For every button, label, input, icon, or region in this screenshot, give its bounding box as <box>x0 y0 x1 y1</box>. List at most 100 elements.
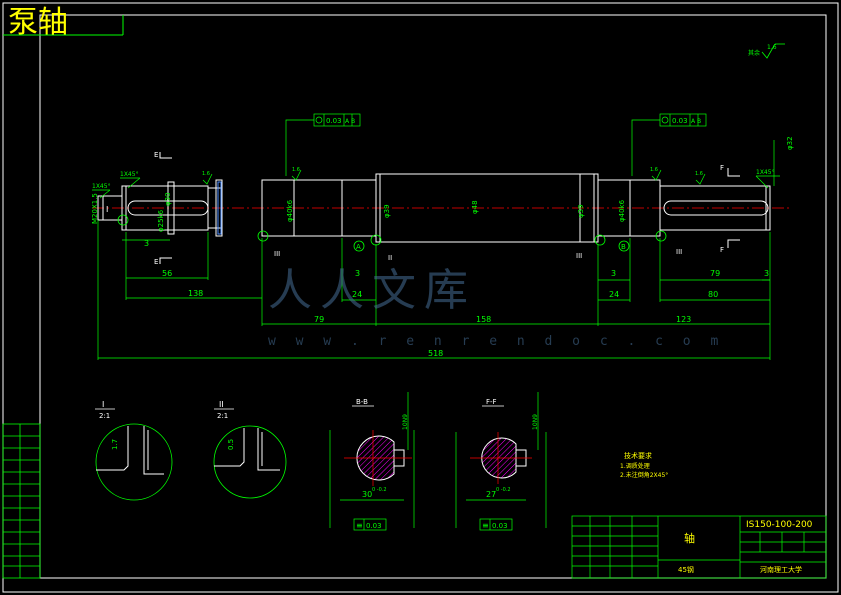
chamfer-left2: 1X45° <box>120 171 139 178</box>
svg-text:1.6: 1.6 <box>695 171 703 177</box>
detail-ii-dim: 0.5 <box>227 439 235 450</box>
detail-i-scale: 2:1 <box>99 412 110 420</box>
section-e-bottom: E <box>154 258 158 266</box>
section-ff-width: 10N9 <box>532 414 539 430</box>
title-block-drawing-number: IS150-100-200 <box>746 520 813 530</box>
title-block-part-name: 轴 <box>684 531 695 545</box>
section-ff-sym-tol: 0.03 <box>492 522 508 530</box>
section-bb-sym-tol: 0.03 <box>366 522 382 530</box>
section-bb-depth: 30 <box>362 490 372 499</box>
runout-right-value: 0.03 <box>672 117 688 125</box>
runout-left-datum: A B <box>345 118 355 125</box>
section-f-bottom: F <box>720 246 724 254</box>
roughness-marks <box>202 169 706 185</box>
global-roughness-symbol <box>761 43 785 59</box>
detail-ii-profile <box>214 428 280 471</box>
dim-phi40-left: φ40k6 <box>286 199 294 222</box>
svg-text:1.6: 1.6 <box>202 171 210 177</box>
section-bb-title: B-B <box>356 398 368 406</box>
section-ff-sym-icon: ≡ <box>482 521 489 530</box>
runout-left-value: 0.03 <box>326 117 342 125</box>
detail-iii-tag-right: III <box>676 248 682 256</box>
dim-518: 518 <box>428 349 443 358</box>
detail-i-dim: 1.7 <box>111 439 119 450</box>
detail-iii-tag-mid: III <box>576 252 582 260</box>
watermark-url: w w w . r e n r e n d o c . c o m <box>268 334 725 349</box>
detail-ii-title: II <box>219 400 224 409</box>
dim-24-left: 24 <box>352 290 362 299</box>
dim-24-right: 24 <box>609 290 619 299</box>
runout-left-frame <box>285 113 361 176</box>
dim-phi25: φ25k6 <box>157 209 165 232</box>
inner-frame <box>39 14 827 579</box>
chamfer-right: 1X45° <box>756 169 775 176</box>
detail-ii-tag: II <box>388 254 392 262</box>
dim-56: 56 <box>162 269 172 278</box>
detail-i-tag: I <box>106 205 108 214</box>
dim-158: 158 <box>476 315 491 324</box>
dim-79-left: 79 <box>314 315 324 324</box>
section-bb-sym-icon: ≡ <box>356 521 363 530</box>
detail-i-profile <box>96 426 164 475</box>
chamfer-left: 1X45° <box>92 183 111 190</box>
drawing-title: 泵轴 <box>8 5 68 40</box>
dim-phi48: φ48 <box>471 200 479 214</box>
dim-phi39-left: φ39 <box>383 204 391 218</box>
dim-phi32: φ32 <box>786 136 794 150</box>
detail-iii-tag-left: III <box>274 250 280 258</box>
chamfer-leaders <box>92 175 780 199</box>
roughness-values: 1.6 1.6 1.6 1.6 <box>202 167 703 177</box>
dim-80: 80 <box>708 290 718 299</box>
global-roughness-label: 其余 <box>748 49 760 57</box>
detail-ii-scale: 2:1 <box>217 412 228 420</box>
dim-phi30: φ30 <box>164 192 172 206</box>
dim-3-mid: 3 <box>355 269 360 278</box>
section-ff-dims <box>455 392 547 531</box>
dim-m20: M20X1.5 <box>91 193 99 224</box>
diameter-texts: M20X1.5 φ25k6 φ30 φ40k6 φ39 φ48 φ39 φ40k… <box>91 136 794 232</box>
section-f-top: F <box>720 164 724 172</box>
section-markers <box>159 152 740 264</box>
dimension-lines <box>97 140 775 360</box>
detail-i-title: I <box>102 400 104 409</box>
runout-right-datum: A B <box>691 118 701 125</box>
dimension-texts: 3 56 138 3 24 79 158 3 24 123 79 80 3 51… <box>144 239 769 358</box>
dim-phi40-right: φ40k6 <box>618 199 626 222</box>
dim-138: 138 <box>188 289 203 298</box>
dim-123: 123 <box>676 315 691 324</box>
chamfer-labels: 1X45° 1X45° 1X45° <box>92 169 775 190</box>
dim-79-right: 79 <box>710 269 720 278</box>
dim-3-farright: 3 <box>764 269 769 278</box>
notes-line2: 2.未注倒角2X45° <box>620 471 668 479</box>
svg-text:1.6: 1.6 <box>650 167 658 173</box>
dim-3-left: 3 <box>144 239 149 248</box>
detail-ii-circle <box>213 425 287 499</box>
section-bb-depth-tol: 0 -0.2 <box>372 487 387 493</box>
dim-3-right: 3 <box>611 269 616 278</box>
title-block-material: 45钢 <box>678 565 694 574</box>
shaft-outline <box>97 173 771 243</box>
section-bb-dims <box>329 392 415 531</box>
notes-heading: 技术要求 <box>624 451 652 460</box>
detail-i-circle <box>95 423 173 501</box>
global-roughness-value: 1.6 <box>767 44 777 51</box>
snap-ring <box>217 181 222 235</box>
svg-text:1.6: 1.6 <box>292 167 300 173</box>
notes-line1: 1.调质处理 <box>620 462 650 470</box>
runout-right-frame <box>631 113 707 176</box>
title-block <box>571 515 827 579</box>
section-ff-depth: 27 <box>486 490 496 499</box>
watermark-text: 人人文库 <box>268 265 476 316</box>
detail-markers <box>117 214 667 252</box>
left-revision-block <box>2 423 41 579</box>
keyway-left <box>127 200 209 216</box>
section-e-top: E <box>154 151 158 159</box>
title-block-school: 河南理工大学 <box>760 565 802 574</box>
datum-a: A <box>356 243 361 251</box>
section-ff-depth-tol: 0 -0.2 <box>496 487 511 493</box>
section-bb-width: 10N9 <box>402 414 409 430</box>
section-ff-title: F-F <box>486 398 497 406</box>
dim-phi39-right: φ39 <box>577 204 585 218</box>
